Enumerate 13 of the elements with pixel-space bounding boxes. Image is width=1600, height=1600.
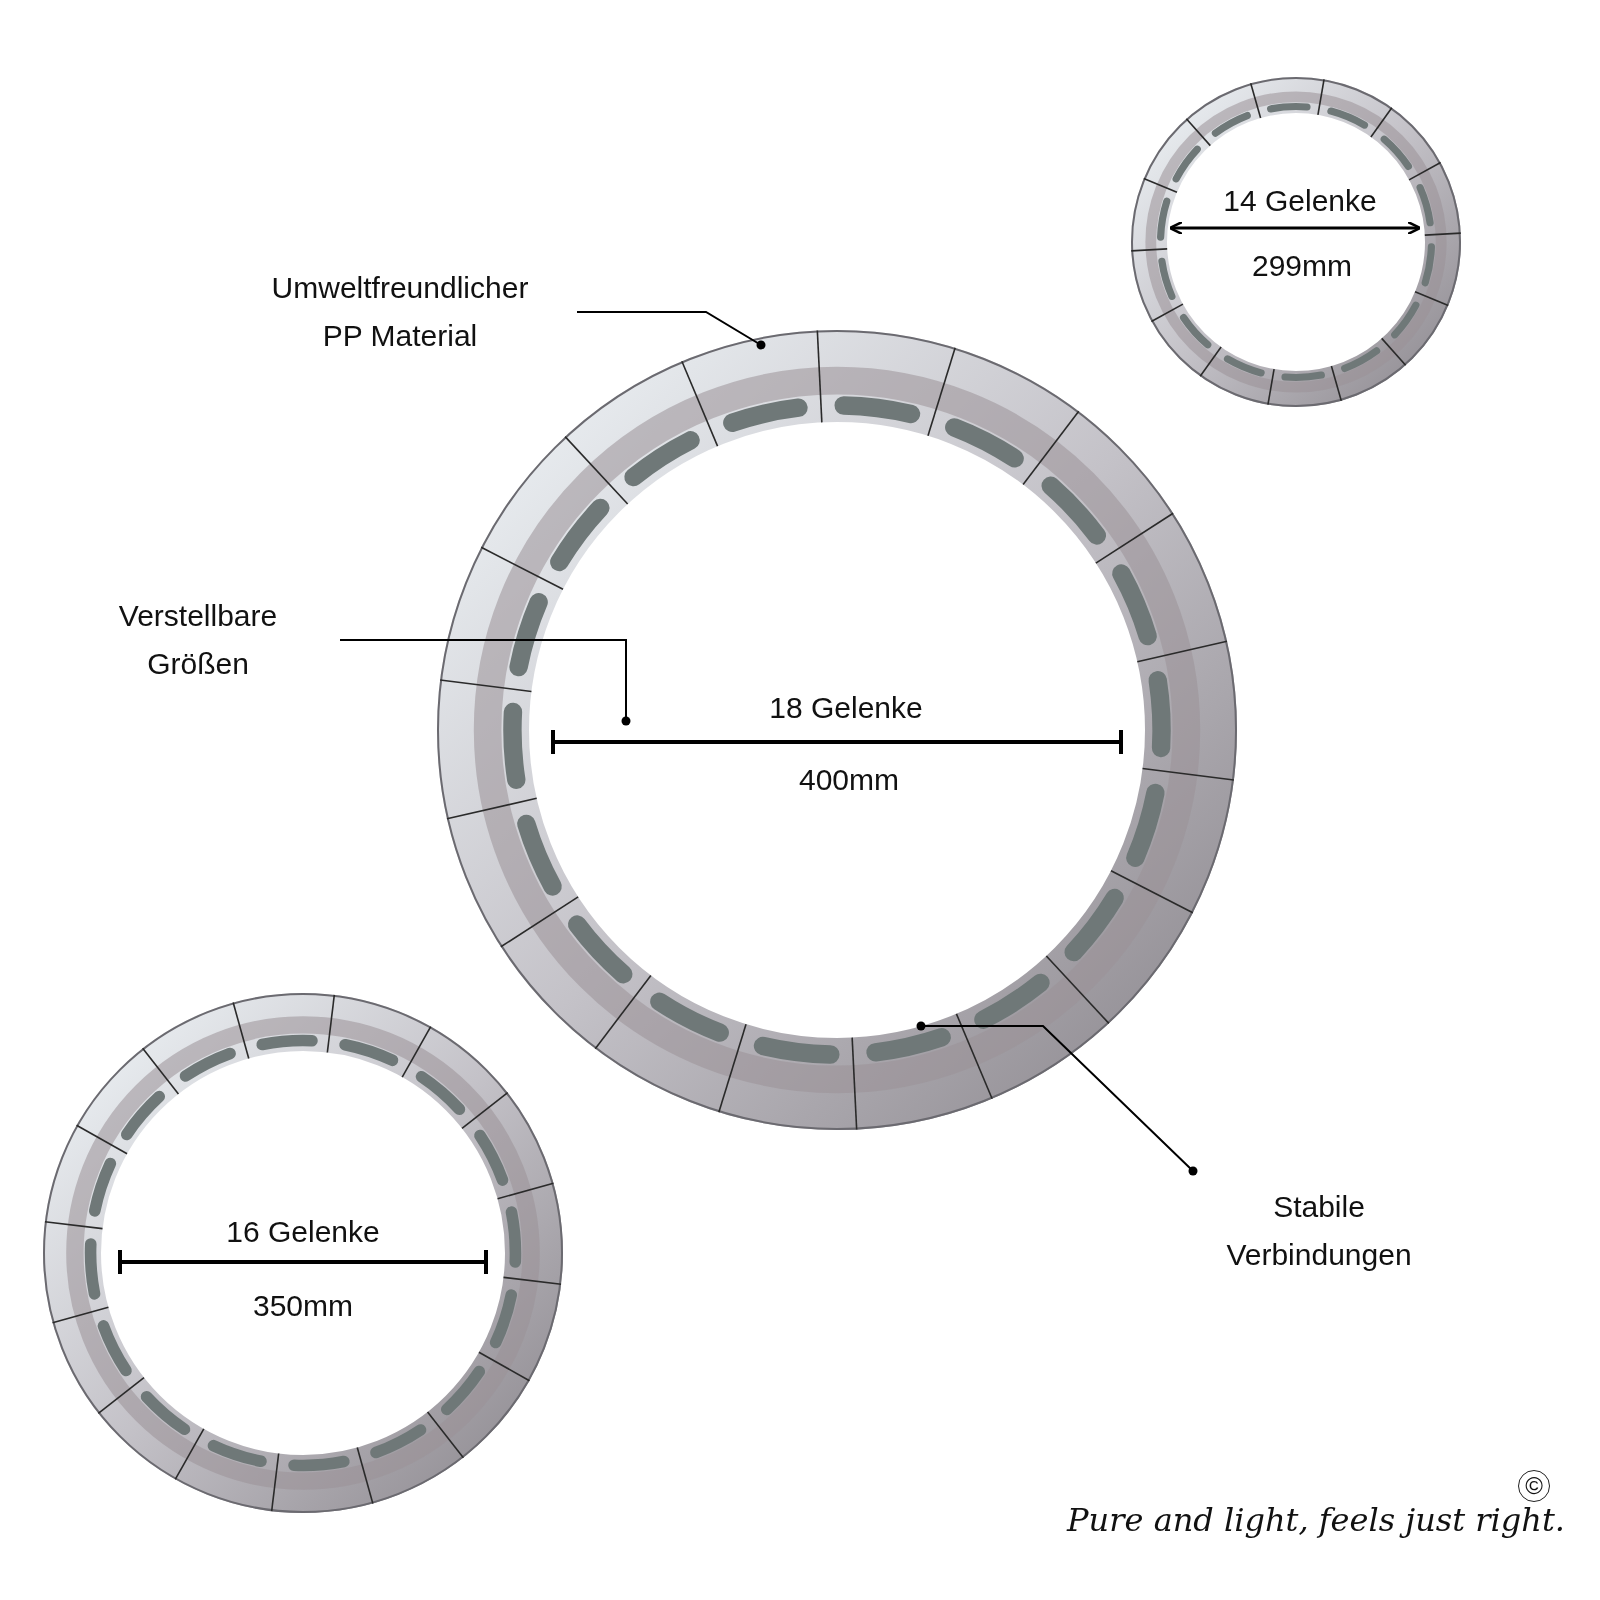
leader-line xyxy=(576,311,766,350)
callout-text: Verstellbare Größen xyxy=(117,598,279,682)
callout-text: Umweltfreundlicher PP Material xyxy=(270,270,530,354)
leader-line xyxy=(339,639,631,726)
callout-text: Stabile Verbindungen xyxy=(1225,1189,1413,1273)
dimension-value: 299mm xyxy=(1252,248,1352,284)
leader-line xyxy=(916,1021,1198,1176)
dimension-label: 16 Gelenke xyxy=(226,1214,380,1250)
dimension-value: 400mm xyxy=(799,762,899,798)
dimension-label: 14 Gelenke xyxy=(1223,183,1377,219)
dimension-value: 350mm xyxy=(253,1288,353,1324)
dimension-label: 18 Gelenke xyxy=(769,690,923,726)
slogan-text: Pure and light, feels just right. xyxy=(1067,1500,1565,1540)
